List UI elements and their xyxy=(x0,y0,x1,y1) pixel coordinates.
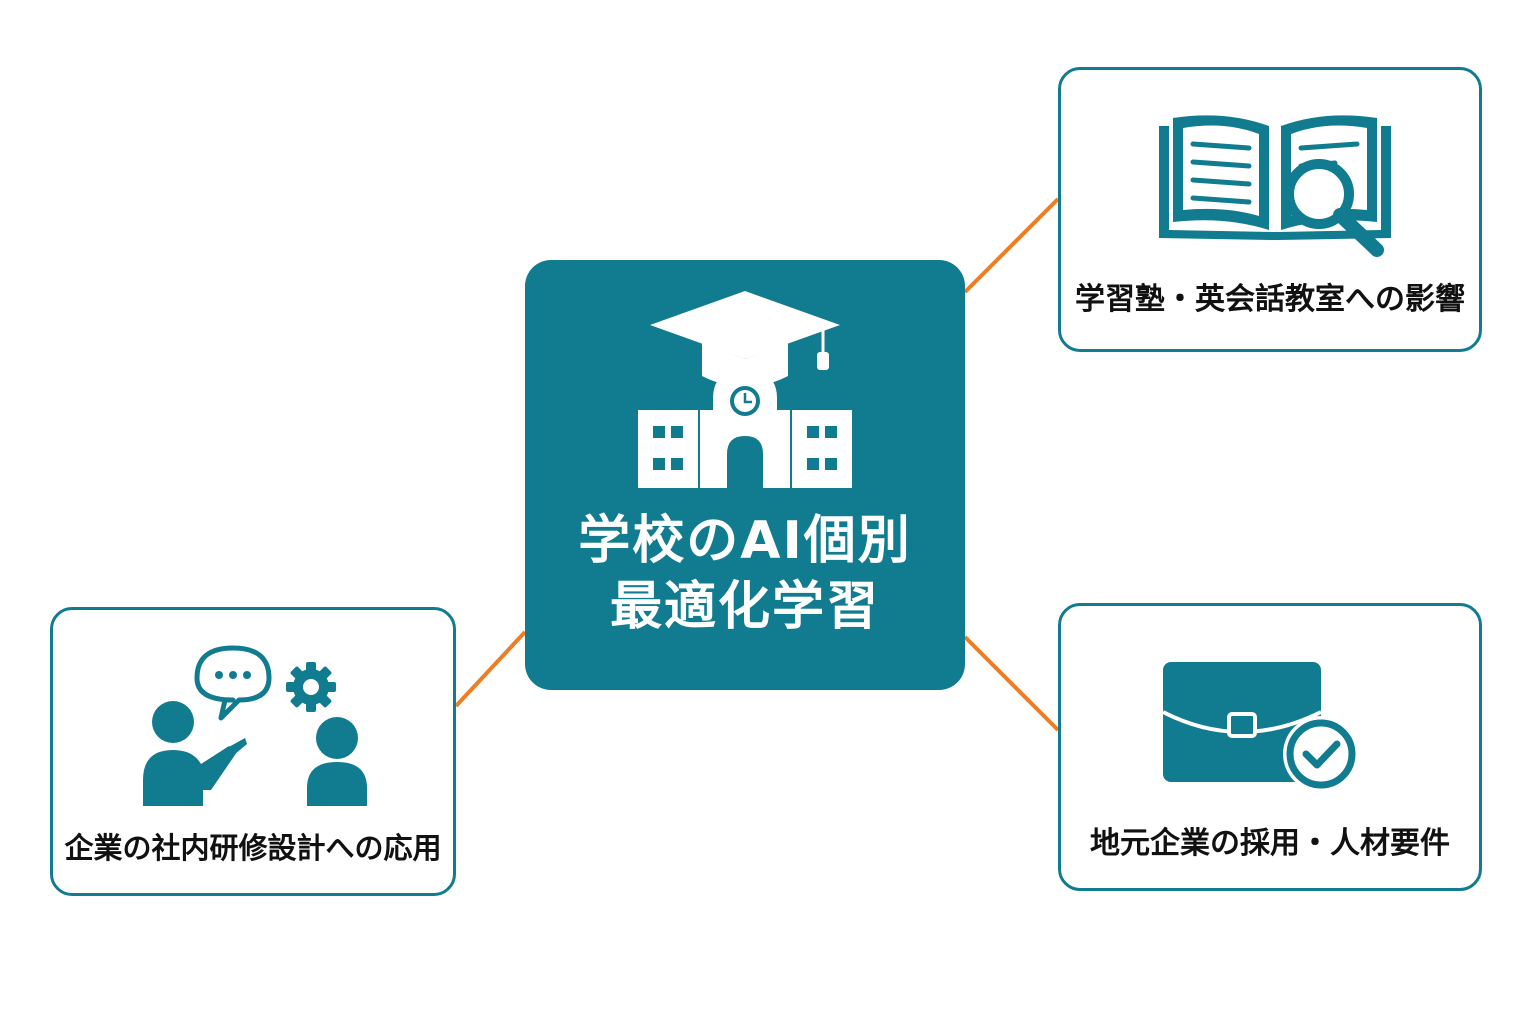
node-label-corporate-training: 企業の社内研修設計への応用 xyxy=(64,831,442,865)
center-title: 学校のAI個別 最適化学習 xyxy=(525,508,965,640)
node-corporate-training: 企業の社内研修設計への応用 xyxy=(50,607,456,896)
node-label-cram-school: 学習塾・英会話教室への影響 xyxy=(1075,282,1465,317)
node-cram-school: 学習塾・英会話教室への影響 xyxy=(1058,67,1482,352)
node-local-hiring: 地元企業の採用・人材要件 xyxy=(1058,603,1482,891)
node-label-local-hiring: 地元企業の採用・人材要件 xyxy=(1090,826,1450,861)
people-discussion-gear-icon xyxy=(143,645,367,806)
connector-to-local-hiring xyxy=(963,635,1060,732)
briefcase-check-icon xyxy=(1162,662,1359,792)
center-node: 学校のAI個別 最適化学習 xyxy=(525,260,965,690)
connector-to-cram-school xyxy=(963,197,1060,294)
center-title-line-1: 学校のAI個別 xyxy=(578,511,912,571)
center-title-line-2: 最適化学習 xyxy=(609,577,880,637)
book-search-icon xyxy=(1159,115,1391,257)
connector-to-corporate-training xyxy=(454,630,527,708)
school-graduation-icon xyxy=(638,291,852,488)
